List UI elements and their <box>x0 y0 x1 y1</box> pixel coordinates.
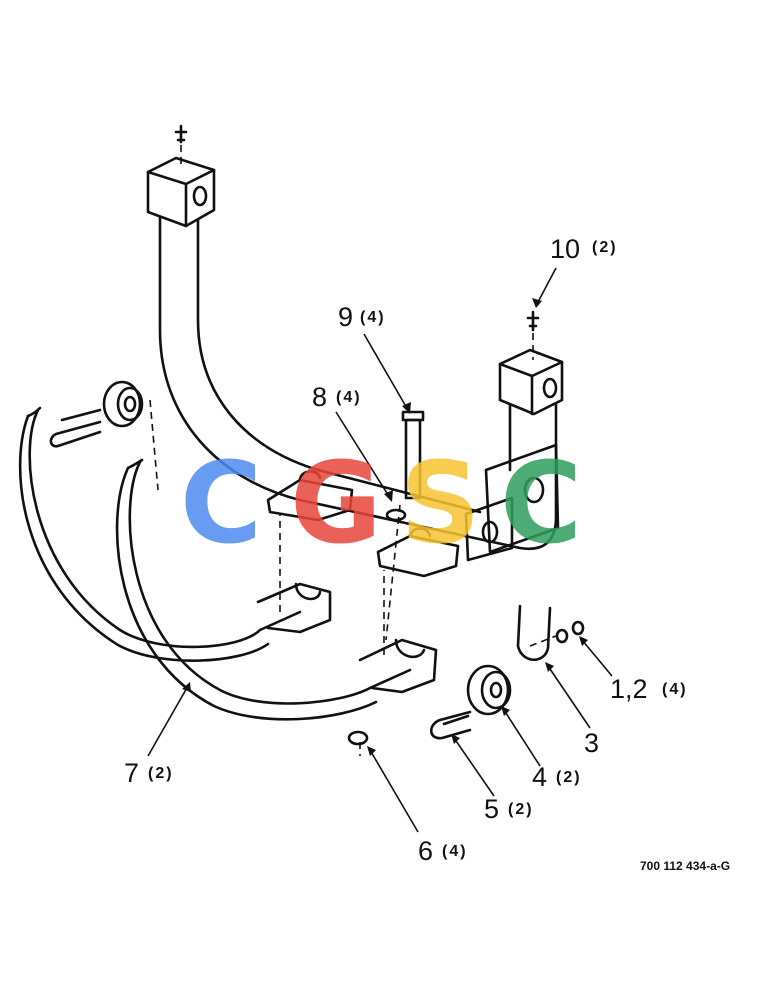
svg-text:(4): (4) <box>442 843 468 860</box>
top-left-block <box>146 124 216 228</box>
svg-text:7: 7 <box>124 758 139 788</box>
svg-text:(2): (2) <box>592 239 618 256</box>
frame-clamps <box>266 470 460 578</box>
callout-10: 10 (2) <box>550 234 618 264</box>
svg-text:3: 3 <box>584 728 599 758</box>
watermark-letter-s: S <box>400 439 481 569</box>
callout-8: 8 (4) <box>312 382 362 412</box>
svg-text:6: 6 <box>418 836 433 866</box>
u-bolt <box>429 710 472 740</box>
svg-text:(4): (4) <box>360 309 386 326</box>
svg-text:4: 4 <box>532 762 547 792</box>
svg-text:(4): (4) <box>336 389 362 406</box>
svg-text:9: 9 <box>338 302 353 332</box>
watermark-letter-g: G <box>290 439 382 569</box>
bushing-left <box>49 380 159 491</box>
callout-5: 5 (2) <box>484 794 534 824</box>
svg-text:8: 8 <box>312 382 327 412</box>
callout-6: 6 (4) <box>418 836 468 866</box>
watermark-letter-c2: C <box>500 439 582 569</box>
callout-3: 3 <box>584 728 599 758</box>
svg-text:(2): (2) <box>556 769 582 786</box>
svg-text:(4): (4) <box>662 681 688 698</box>
callout-9: 9 (4) <box>338 302 386 332</box>
spring-tine-rear <box>18 406 332 662</box>
lock-nut <box>347 730 369 756</box>
top-right-block <box>498 310 564 416</box>
svg-text:10: 10 <box>550 234 580 264</box>
drawing-code: 700 112 434-a-G <box>640 859 730 873</box>
svg-text:(2): (2) <box>148 765 174 782</box>
washer-nut <box>529 620 585 647</box>
callout-1-2: 1,2 (4) <box>610 674 688 704</box>
leader-lines <box>147 267 613 833</box>
u-frame <box>158 216 560 662</box>
bushing-right <box>466 664 512 716</box>
callout-4: 4 (2) <box>532 762 582 792</box>
svg-text:5: 5 <box>484 794 499 824</box>
callout-7: 7 (2) <box>124 758 174 788</box>
watermark-letter-c1: C <box>180 439 262 569</box>
svg-text:(2): (2) <box>508 801 534 818</box>
cgsc-watermark: C G S C <box>180 439 582 569</box>
svg-text:1,2: 1,2 <box>610 674 648 704</box>
spring-tine-front <box>115 458 438 721</box>
bolt <box>385 410 425 641</box>
